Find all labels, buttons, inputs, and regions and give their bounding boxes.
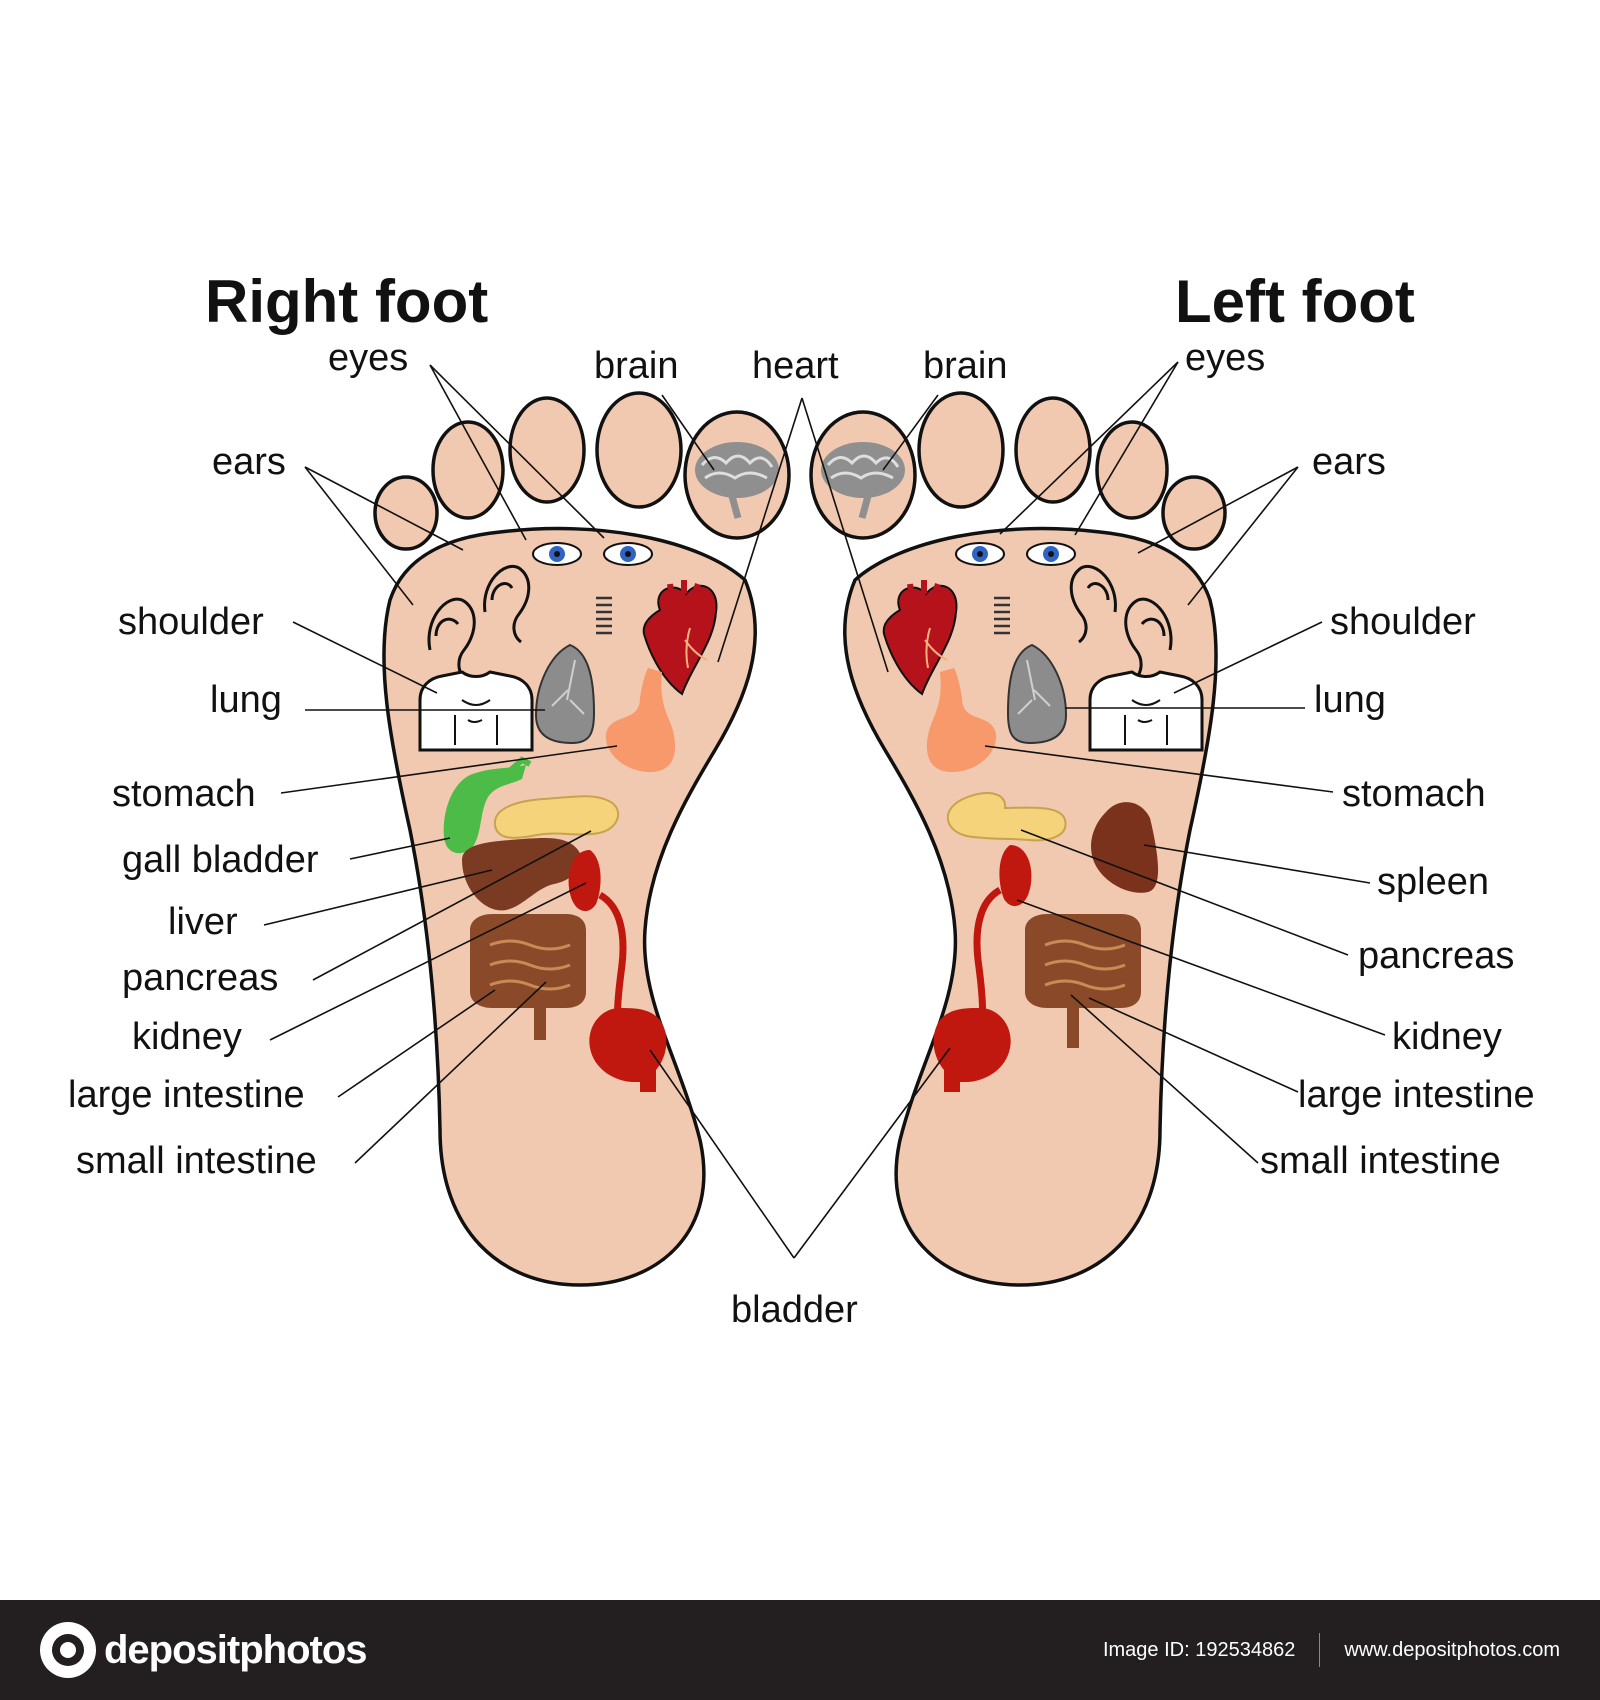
left-label-small-intestine: small intestine bbox=[1260, 1140, 1501, 1182]
left-stomach-icon bbox=[926, 668, 997, 772]
right-toe-fourth bbox=[431, 420, 505, 520]
leader-lines bbox=[263, 361, 1386, 1259]
right-label-small-intestine: small intestine bbox=[76, 1140, 317, 1182]
left-shoulder-icon bbox=[1088, 670, 1204, 752]
footer-divider bbox=[1319, 1633, 1321, 1667]
right-liver-icon bbox=[462, 838, 582, 911]
right-foot-organs bbox=[418, 442, 779, 1092]
right-bladder-icon bbox=[589, 1008, 667, 1092]
brand-name: depositphotos bbox=[104, 1627, 368, 1672]
camera-lens-icon bbox=[40, 1622, 96, 1678]
left-heart-icon bbox=[882, 580, 958, 696]
label-bladder: bladder bbox=[731, 1289, 858, 1331]
left-intestine-icon bbox=[1025, 914, 1141, 1048]
right-label-large-intestine: large intestine bbox=[68, 1074, 305, 1116]
left-label-lung: lung bbox=[1314, 679, 1386, 721]
left-label-pancreas: pancreas bbox=[1358, 935, 1514, 977]
left-toe-fourth bbox=[1095, 420, 1169, 520]
right-label-pancreas: pancreas bbox=[122, 957, 278, 999]
left-label-spleen: spleen bbox=[1377, 861, 1489, 903]
right-heart-icon bbox=[642, 580, 718, 696]
footer-bar: depositphotos Image ID: 192534862 www.de… bbox=[0, 1600, 1600, 1700]
left-brain-icon bbox=[821, 442, 905, 519]
left-lung-icon bbox=[1006, 643, 1068, 745]
left-label-kidney: kidney bbox=[1392, 1016, 1502, 1058]
left-bladder-icon bbox=[933, 1008, 1011, 1092]
right-gall-bladder-icon bbox=[443, 765, 526, 854]
left-eyes-icon bbox=[955, 542, 1076, 566]
left-label-brain: brain bbox=[923, 345, 1008, 387]
left-foot-organs bbox=[821, 442, 1204, 1092]
right-label-stomach: stomach bbox=[112, 773, 256, 815]
right-foot-title: Right foot bbox=[205, 268, 488, 335]
left-label-shoulder: shoulder bbox=[1330, 601, 1476, 643]
left-label-large-intestine: large intestine bbox=[1298, 1074, 1535, 1116]
image-id: Image ID: 192534862 bbox=[1102, 1638, 1296, 1661]
right-label-eyes: eyes bbox=[328, 337, 408, 379]
left-ears-icon bbox=[1069, 564, 1173, 682]
website-link[interactable]: www.depositphotos.com bbox=[1344, 1638, 1560, 1661]
right-intestine-icon bbox=[470, 914, 586, 1040]
label-heart: heart bbox=[752, 345, 839, 387]
right-label-lung: lung bbox=[210, 679, 282, 721]
right-lung-icon bbox=[534, 643, 596, 745]
right-spine-icon bbox=[596, 596, 612, 635]
brand-logo[interactable]: depositphotos bbox=[40, 1620, 368, 1680]
right-brain-icon bbox=[695, 442, 779, 519]
left-pancreas-icon bbox=[946, 792, 1067, 842]
right-label-gall-bladder: gall bladder bbox=[122, 839, 319, 881]
right-label-brain: brain bbox=[594, 345, 679, 387]
right-foot bbox=[373, 391, 791, 1287]
right-label-liver: liver bbox=[168, 901, 238, 943]
left-toe-third bbox=[1014, 396, 1092, 504]
right-toe-third bbox=[508, 396, 586, 504]
left-label-ears: ears bbox=[1312, 441, 1386, 483]
right-stomach-icon bbox=[605, 668, 676, 772]
left-spine-icon bbox=[994, 596, 1010, 635]
left-toe-small bbox=[1161, 475, 1227, 551]
right-pancreas-icon bbox=[493, 795, 620, 839]
left-toe-second bbox=[917, 391, 1005, 509]
right-toe-small bbox=[373, 475, 439, 551]
left-label-stomach: stomach bbox=[1342, 773, 1486, 815]
right-label-shoulder: shoulder bbox=[118, 601, 264, 643]
left-spleen-icon bbox=[1091, 802, 1159, 893]
left-foot-labels: brain eyes ears shoulder lung stomach sp… bbox=[923, 337, 1535, 1182]
left-foot-title: Left foot bbox=[1175, 268, 1415, 335]
right-foot-labels: eyes brain ears shoulder lung stomach ga… bbox=[68, 337, 679, 1182]
right-shoulder-icon bbox=[418, 670, 534, 752]
right-ears-icon bbox=[427, 564, 531, 682]
left-label-eyes: eyes bbox=[1185, 337, 1265, 379]
right-label-kidney: kidney bbox=[132, 1016, 242, 1058]
right-toe-second bbox=[595, 391, 683, 509]
right-label-ears: ears bbox=[212, 441, 286, 483]
footer-meta: Image ID: 192534862 www.depositphotos.co… bbox=[1103, 1600, 1560, 1700]
right-eyes-icon bbox=[532, 542, 653, 566]
